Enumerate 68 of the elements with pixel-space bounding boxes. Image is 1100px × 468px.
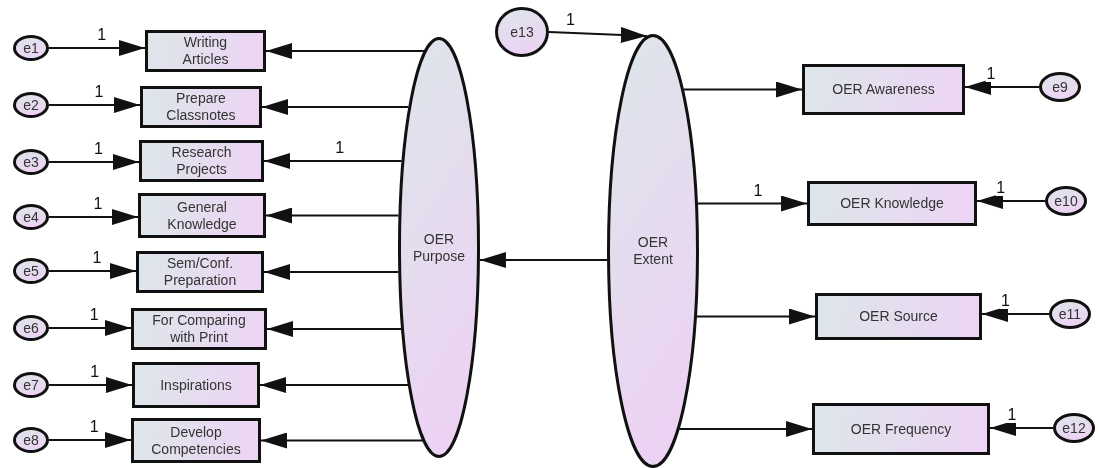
arrow <box>264 153 402 169</box>
arrow <box>49 209 138 225</box>
error-term-circle: e8 <box>13 427 49 453</box>
arrow <box>679 421 812 437</box>
edge-label: 1 <box>88 419 100 435</box>
arrow <box>49 97 140 113</box>
arrow <box>977 193 1045 209</box>
error-term-circle: e3 <box>13 149 49 175</box>
arrow <box>548 26 647 43</box>
error-term-circle: e5 <box>13 258 49 284</box>
observed-variable-box: General Knowledge <box>138 193 266 238</box>
observed-variable-box: Sem/Conf. Preparation <box>136 251 264 293</box>
arrow <box>49 377 132 393</box>
arrow <box>696 308 815 325</box>
observed-variable-box: Research Projects <box>139 140 264 182</box>
observed-variable-box: OER Source <box>815 293 982 340</box>
edge-label: 1 <box>752 182 764 199</box>
error-term-circle: e1 <box>13 35 49 61</box>
edge-label: 1 <box>91 250 103 266</box>
arrow <box>49 432 131 448</box>
arrow <box>49 40 145 56</box>
error-term-circle: e13 <box>495 7 549 57</box>
edge-label: 1 <box>334 140 346 156</box>
error-term-circle: e7 <box>13 372 49 398</box>
arrow <box>266 207 399 224</box>
arrow <box>260 377 408 393</box>
edge-label: 1 <box>93 141 104 157</box>
error-term-circle: e6 <box>13 315 49 341</box>
error-term-circle: e4 <box>13 204 49 230</box>
edge-label: 1 <box>985 66 997 82</box>
latent-variable-ellipse: OER Extent <box>607 34 699 468</box>
observed-variable-box: Writing Articles <box>145 30 266 72</box>
edge-label: 1 <box>565 11 576 28</box>
error-term-circle: e12 <box>1053 413 1095 443</box>
arrow <box>262 99 409 115</box>
arrow <box>264 264 399 280</box>
error-term-circle: e11 <box>1049 299 1091 329</box>
arrow <box>266 43 425 59</box>
edge-label: 1 <box>96 27 108 43</box>
arrow <box>49 263 136 279</box>
arrow <box>267 321 402 337</box>
edge-label: 1 <box>93 84 105 100</box>
latent-variable-ellipse: OER Purpose <box>398 37 480 458</box>
observed-variable-box: Inspirations <box>132 362 260 408</box>
observed-variable-box: For Comparing with Print <box>131 308 267 350</box>
arrow <box>479 252 608 268</box>
edge-label: 1 <box>1006 407 1018 423</box>
arrow <box>982 306 1049 322</box>
edge-label: 1 <box>1000 293 1011 309</box>
observed-variable-box: OER Awareness <box>802 64 965 115</box>
edge-label: 1 <box>89 364 101 380</box>
error-term-circle: e9 <box>1039 72 1081 102</box>
edge-label: 1 <box>88 307 100 323</box>
arrow <box>49 154 139 170</box>
arrow <box>683 81 802 98</box>
arrow <box>990 420 1053 436</box>
observed-variable-box: Prepare Classnotes <box>140 86 262 128</box>
arrow <box>697 195 807 212</box>
edge-label: 1 <box>92 196 104 212</box>
arrow <box>261 432 423 449</box>
error-term-circle: e2 <box>13 92 49 118</box>
observed-variable-box: OER Knowledge <box>807 181 977 226</box>
arrow <box>49 320 131 336</box>
edge-label: 1 <box>995 180 1007 196</box>
arrow <box>965 79 1039 95</box>
observed-variable-box: Develop Competencies <box>131 418 261 463</box>
observed-variable-box: OER Frequency <box>812 403 990 455</box>
error-term-circle: e10 <box>1045 186 1087 216</box>
